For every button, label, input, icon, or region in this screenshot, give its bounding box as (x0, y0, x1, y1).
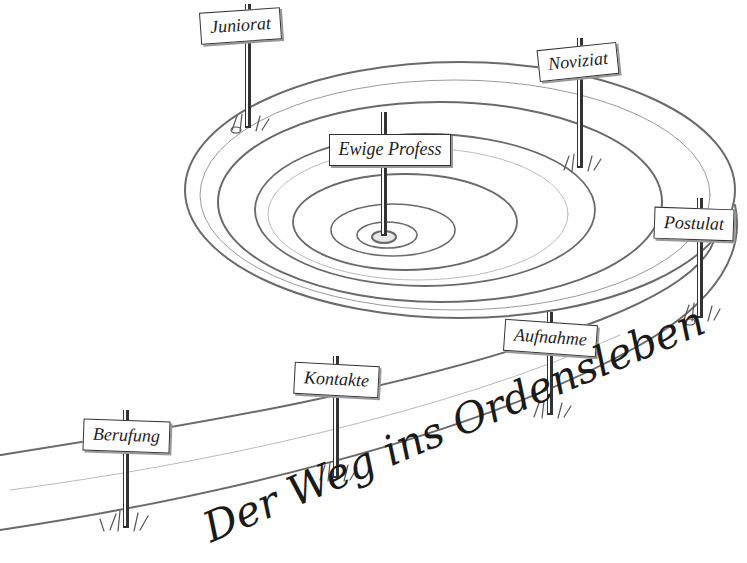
signpost-label: Juniorat (209, 14, 271, 38)
signpost-board: Juniorat (198, 7, 281, 44)
signpost-board: Ewige Profess (329, 134, 452, 166)
signpost-label: Noviziat (547, 49, 609, 75)
signpost-label: Berufung (92, 425, 160, 447)
signpost-board: Berufung (82, 418, 170, 453)
signpost-label: Kontakte (303, 368, 369, 391)
signpost-board: Kontakte (293, 362, 380, 398)
signpost-label: Ewige Profess (339, 140, 442, 160)
signpost-label: Postulat (664, 213, 725, 235)
signpost-board: Postulat (653, 207, 734, 242)
signpost-board: Noviziat (537, 42, 620, 82)
title-text: Der Weg ins Ordensleben (196, 296, 712, 552)
